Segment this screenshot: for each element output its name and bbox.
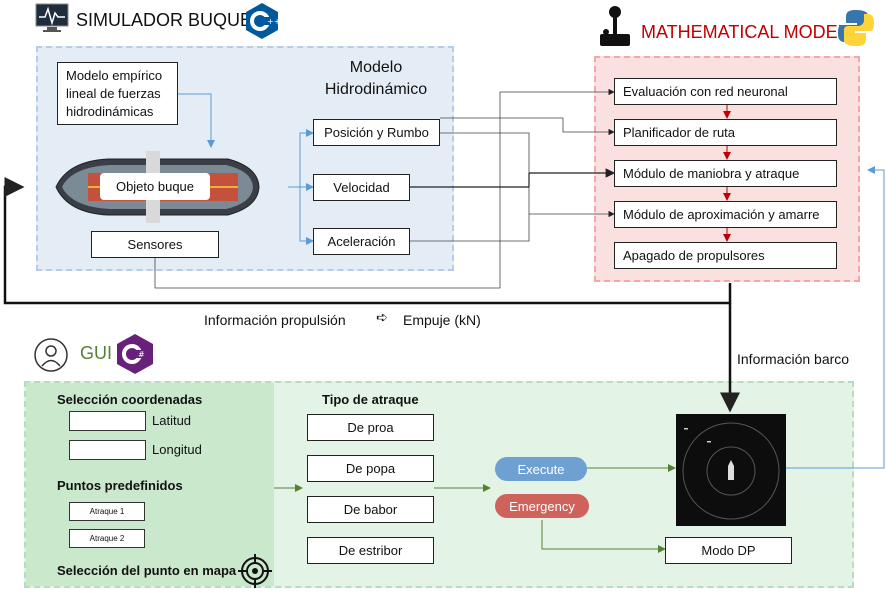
cpp-logo-icon: ++ <box>244 2 280 40</box>
latitude-label: Latitud <box>152 413 192 428</box>
monitor-icon <box>35 3 69 33</box>
propulsion-info-label: Información propulsión <box>204 312 346 328</box>
math-model-title: MATHEMATICAL MODEL <box>641 22 848 42</box>
ship-info-label: Información barco <box>737 351 850 367</box>
emergency-button[interactable]: Emergency <box>495 494 589 518</box>
longitude-input[interactable] <box>69 440 146 460</box>
sensors-box: Sensores <box>91 231 219 258</box>
svg-text:++: ++ <box>267 17 280 26</box>
gui-title: GUI <box>80 343 113 363</box>
preset-atraque-2-button[interactable]: Atraque 2 <box>69 529 145 548</box>
docking-bow-button[interactable]: De proa <box>307 414 434 441</box>
hollow-arrow-icon: ➪ <box>376 310 388 326</box>
gui-point-selection-panel <box>26 383 274 586</box>
hydrodynamic-model-label: Modelo Hidrodinámico <box>324 59 428 98</box>
target-icon[interactable] <box>238 554 272 588</box>
thrust-label: Empuje (kN) <box>403 312 481 328</box>
joystick-icon <box>598 4 632 50</box>
radar-display <box>676 414 786 526</box>
route-planner-box: Planificador de ruta <box>614 119 837 146</box>
approach-mooring-box: Módulo de aproximación y amarre <box>614 201 837 228</box>
docking-type-title: Tipo de atraque <box>322 392 419 407</box>
docking-port-button[interactable]: De babor <box>307 496 434 523</box>
python-logo-icon <box>836 8 876 48</box>
presets-title: Puntos predefinidos <box>57 478 183 493</box>
nn-evaluation-box: Evaluación con red neuronal <box>614 78 837 105</box>
dp-mode-box: Modo DP <box>665 537 792 564</box>
execute-button[interactable]: Execute <box>495 457 587 481</box>
docking-stern-button[interactable]: De popa <box>307 455 434 482</box>
svg-text:#: # <box>138 350 145 359</box>
user-icon <box>33 337 69 373</box>
empirical-model-box: Modelo empírico lineal de fuerzas hidrod… <box>57 62 178 125</box>
docking-starboard-button[interactable]: De estribor <box>307 537 434 564</box>
simulator-title: SIMULADOR BUQUE <box>76 10 253 30</box>
preset-atraque-1-button[interactable]: Atraque 1 <box>69 502 145 521</box>
velocity-box: Velocidad <box>313 174 410 201</box>
position-heading-box: Posición y Rumbo <box>313 119 440 146</box>
latitude-input[interactable] <box>69 411 146 431</box>
maneuver-docking-box: Módulo de maniobra y atraque <box>614 160 837 187</box>
propulsion-shutdown-box: Apagado de propulsores <box>614 242 837 269</box>
acceleration-box: Aceleración <box>313 228 410 255</box>
longitude-label: Longitud <box>152 442 202 457</box>
map-selection-label: Selección del punto en mapa <box>57 563 237 578</box>
csharp-logo-icon: # <box>115 333 155 375</box>
coord-selection-title: Selección coordenadas <box>57 392 203 407</box>
ship-object-box: Objeto buque <box>100 173 210 200</box>
